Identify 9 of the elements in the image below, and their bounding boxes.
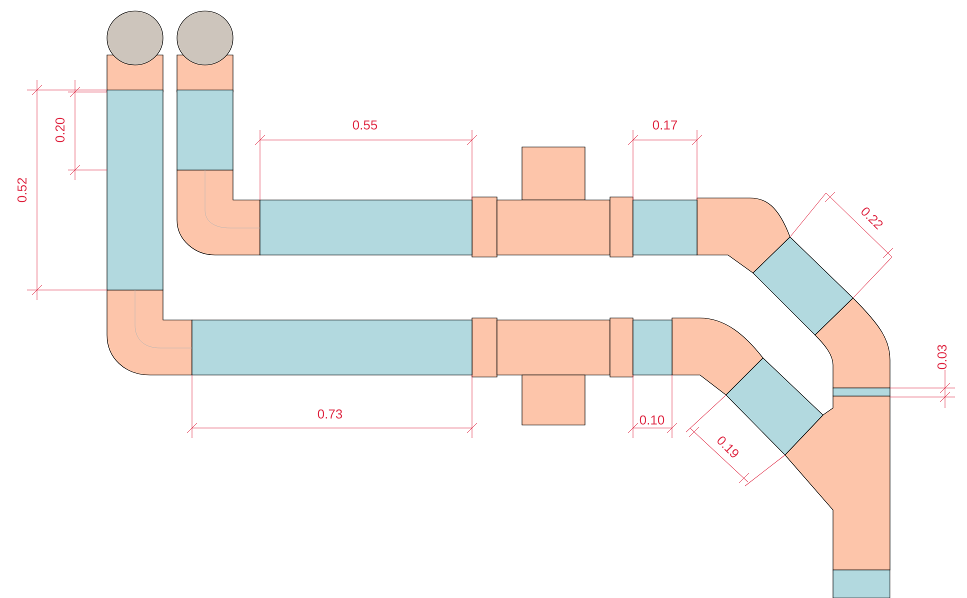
dimension-label: 0.55 (352, 120, 378, 130)
dimension-label: 0.20 (55, 118, 65, 142)
dimension-label: 0.73 (318, 409, 342, 419)
dimension-label: 0.22 (861, 207, 883, 230)
dimension-label: 0.03 (937, 344, 947, 370)
dimension-label: 0.17 (652, 120, 677, 130)
dimension-label: 0.19 (717, 436, 738, 458)
dimension-label: 0.52 (17, 178, 27, 202)
dimension-label: 0.10 (640, 415, 664, 425)
